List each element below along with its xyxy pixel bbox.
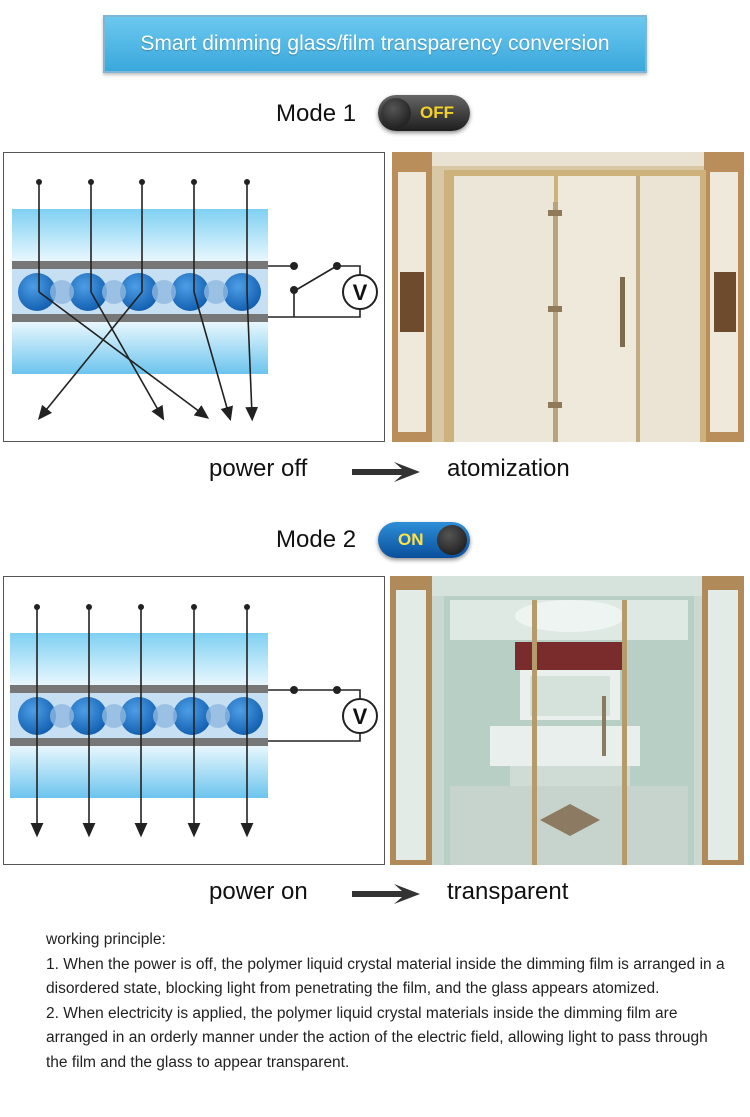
banner-title: Smart dimming glass/film transparency co… bbox=[140, 32, 610, 55]
mode2-label: Mode 2 bbox=[276, 526, 357, 553]
voltmeter-on: V bbox=[353, 704, 368, 729]
voltmeter-off: V bbox=[353, 280, 368, 305]
circuit-open bbox=[268, 265, 361, 318]
mode1-label: Mode 1 bbox=[276, 100, 357, 127]
switch-knob bbox=[381, 98, 411, 128]
arrow-right-icon bbox=[352, 462, 420, 482]
title-banner: Smart dimming glass/film transparency co… bbox=[103, 15, 647, 73]
switch-knob bbox=[437, 525, 467, 555]
working-principle: working principle: 1. When the power is … bbox=[46, 928, 726, 1076]
caption-atomization: atomization bbox=[447, 455, 570, 482]
diagram-on: V bbox=[10, 604, 378, 838]
principle-paragraph-2: 2. When electricity is applied, the poly… bbox=[46, 1004, 708, 1071]
diagram-off: V bbox=[12, 179, 378, 422]
caption-power-off: power off bbox=[209, 455, 308, 482]
caption-power-on: power on bbox=[209, 878, 308, 905]
off-switch[interactable]: OFF bbox=[378, 95, 470, 131]
photo-door-transparent bbox=[390, 576, 744, 865]
photo-door-frosted bbox=[392, 152, 744, 442]
diagram-on-panel: V bbox=[3, 576, 385, 865]
crystal-layer-off bbox=[18, 273, 261, 311]
on-switch[interactable]: ON bbox=[378, 522, 470, 558]
principle-heading: working principle: bbox=[46, 931, 166, 948]
caption-transparent: transparent bbox=[447, 878, 569, 905]
diagram-off-panel: V bbox=[3, 152, 385, 442]
principle-paragraph-1: 1. When the power is off, the polymer li… bbox=[46, 955, 725, 998]
arrow-right-icon bbox=[352, 884, 420, 904]
switch-off-text: OFF bbox=[420, 103, 454, 122]
circuit-closed bbox=[268, 689, 361, 742]
switch-on-text: ON bbox=[398, 530, 424, 549]
